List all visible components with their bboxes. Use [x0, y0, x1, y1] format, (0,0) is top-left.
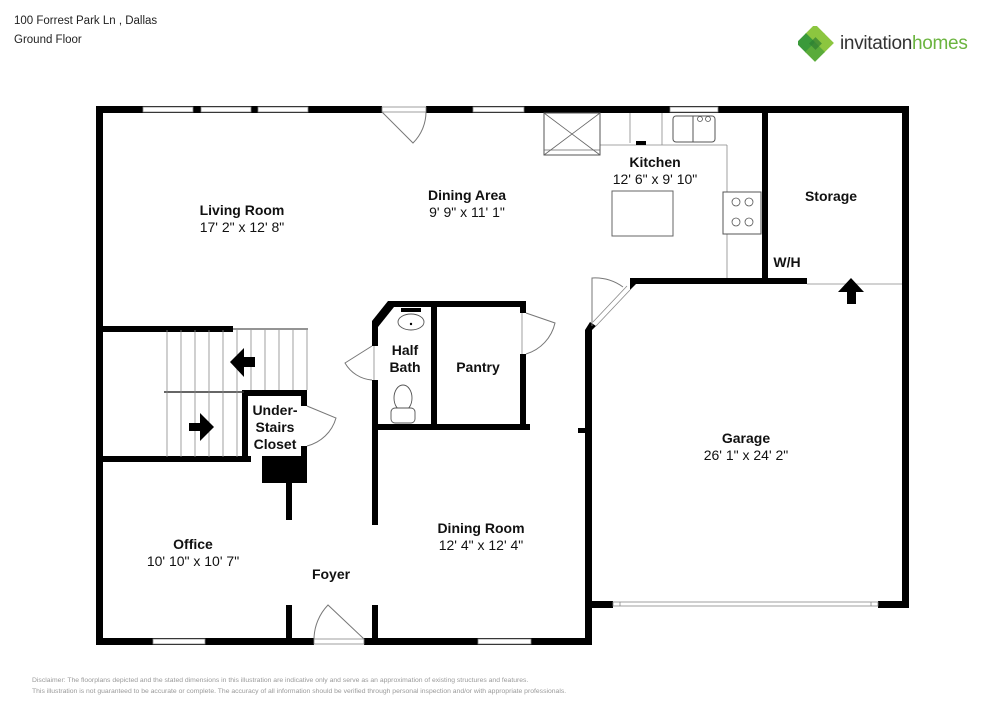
interior-walls	[96, 106, 807, 645]
toilet-icon	[390, 384, 416, 424]
garage-entry-arrow-up-icon	[838, 278, 864, 304]
dining-room-label: Dining Room	[437, 520, 524, 536]
dining-area-dimensions: 9' 9" x 11' 1"	[429, 204, 505, 220]
stove-icon	[722, 191, 762, 235]
office-window	[152, 638, 206, 645]
logo-word-invitation: invitation	[840, 33, 912, 54]
kitchen-island	[611, 190, 674, 237]
water-heater-label: W/H	[773, 254, 800, 270]
bath-sink-icon	[397, 313, 425, 331]
interior-doors	[306, 277, 631, 447]
dining-room-dimensions: 12' 4" x 12' 4"	[439, 537, 524, 553]
closet-label-line1: Under-	[252, 402, 297, 418]
kitchen-sink-icon	[672, 115, 716, 143]
room-labels: Living Room 17' 2" x 12' 8" Dining Area …	[147, 154, 857, 582]
garage-door	[612, 601, 879, 607]
pantry-label: Pantry	[456, 359, 500, 375]
bathroom-fixtures	[390, 308, 425, 424]
kitchen-dimensions: 12' 6" x 9' 10"	[613, 171, 698, 187]
kitchen-label: Kitchen	[629, 154, 680, 170]
floor-label: Ground Floor	[14, 34, 82, 46]
living-room-dimensions: 17' 2" x 12' 8"	[200, 219, 285, 235]
top-windows	[142, 106, 719, 113]
half-bath-label-line2: Bath	[389, 359, 420, 375]
stairs-arrow-left-icon	[230, 348, 255, 377]
office-dimensions: 10' 10" x 10' 7"	[147, 553, 239, 569]
office-label: Office	[173, 536, 213, 552]
clover-diamond-logo-icon	[798, 26, 834, 62]
refrigerator-icon	[543, 112, 601, 156]
stairs-arrow-right-icon	[189, 413, 214, 441]
disclaimer: Disclaimer: The floorplans depicted and …	[32, 675, 566, 697]
closet-label-line2: Stairs	[256, 419, 295, 435]
garage-label: Garage	[722, 430, 770, 446]
plan-header: 100 Forrest Park Ln , Dallas Ground Floo…	[14, 12, 157, 50]
storage-label: Storage	[805, 188, 857, 204]
foyer-label: Foyer	[312, 566, 351, 582]
dining-area-label: Dining Area	[428, 187, 506, 203]
patio-door	[381, 106, 427, 144]
garage-dimensions: 26' 1" x 24' 2"	[704, 447, 789, 463]
disclaimer-line-2: This illustration is not guaranteed to b…	[32, 688, 567, 695]
front-door	[313, 604, 365, 646]
closet-label-line3: Closet	[254, 436, 297, 452]
half-bath-label-line1: Half	[392, 342, 419, 358]
logo-word-homes: homes	[912, 33, 968, 54]
address-text: 100 Forrest Park Ln , Dallas	[14, 15, 158, 27]
living-room-label: Living Room	[200, 202, 285, 218]
disclaimer-line-1: Disclaimer: The floorplans depicted and …	[32, 677, 529, 684]
kitchen-fixtures	[543, 112, 762, 278]
dining-room-window	[477, 638, 532, 645]
invitation-homes-logo: invitationhomes	[798, 26, 968, 62]
staircase	[164, 328, 308, 457]
